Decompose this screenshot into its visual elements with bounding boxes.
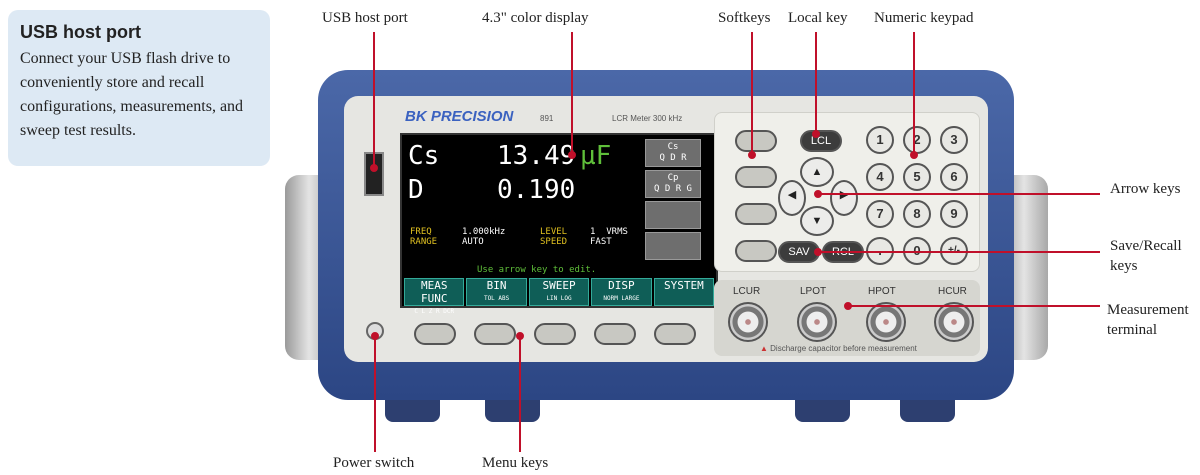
level-label: LEVEL — [540, 227, 568, 237]
terminal-label: LPOT — [800, 286, 827, 297]
callout-local-key: Local key — [788, 10, 848, 26]
key-6[interactable]: 6 — [940, 163, 968, 191]
screen-softkey — [645, 201, 701, 229]
range-value: AUTO — [462, 237, 484, 247]
menu-key-1[interactable] — [414, 323, 456, 345]
terminal-hpot[interactable] — [866, 302, 906, 342]
hint-text: Use arrow key to edit. — [477, 265, 597, 275]
numeric-keypad: 1 2 3 4 5 6 7 8 9 . 0 +/- — [866, 126, 968, 265]
callout-menu: Menu keys — [482, 455, 549, 471]
menu-key-4[interactable] — [594, 323, 636, 345]
unit1: µF — [580, 141, 612, 171]
key-2[interactable]: 2 — [903, 126, 931, 154]
value1: 13.49 — [497, 141, 576, 171]
screen-softkey — [645, 232, 701, 260]
menu-key-3[interactable] — [534, 323, 576, 345]
info-body: Connect your USB flash drive to convenie… — [20, 50, 244, 139]
key-7[interactable]: 7 — [866, 200, 894, 228]
softkey-3[interactable] — [735, 203, 777, 225]
param1: Cs — [408, 141, 440, 171]
key-5[interactable]: 5 — [903, 163, 931, 191]
terminal-hcur[interactable] — [934, 302, 974, 342]
arrow-down-key[interactable]: ▼ — [800, 206, 834, 236]
key-4[interactable]: 4 — [866, 163, 894, 191]
softkey-2[interactable] — [735, 166, 777, 188]
save-key[interactable]: SAV — [778, 241, 820, 263]
terminal-lcur[interactable] — [728, 302, 768, 342]
model-number: 891 — [540, 114, 554, 123]
callout-arrow: Arrow keys — [1110, 181, 1181, 197]
arrow-left-key[interactable]: ◀ — [778, 180, 806, 216]
key-3[interactable]: 3 — [940, 126, 968, 154]
value2: 0.190 — [497, 175, 576, 205]
speed-label: SPEED — [540, 237, 568, 247]
callout-power: Power switch — [333, 455, 415, 471]
warning-icon: ▲ — [760, 344, 768, 353]
local-key[interactable]: LCL — [800, 130, 842, 152]
menu-key-2[interactable] — [474, 323, 516, 345]
info-title: USB host port — [20, 22, 141, 42]
param2: D — [408, 175, 424, 205]
range-label: RANGE — [410, 237, 438, 247]
menu-key-5[interactable] — [654, 323, 696, 345]
key-9[interactable]: 9 — [940, 200, 968, 228]
level-value: 1 VRMS — [590, 227, 628, 237]
info-box: USB host port Connect your USB flash dri… — [8, 10, 270, 166]
softkey-4[interactable] — [735, 240, 777, 262]
model-description: LCR Meter 300 kHz — [612, 114, 683, 123]
menu-system: SYSTEM — [653, 278, 715, 306]
freq-label: FREQ — [410, 227, 432, 237]
callout-usb: USB host port — [322, 10, 408, 26]
key-1[interactable]: 1 — [866, 126, 894, 154]
arrow-up-key[interactable]: ▲ — [800, 157, 834, 187]
freq-value: 1.000kHz — [462, 227, 506, 237]
terminal-label: HCUR — [938, 286, 967, 297]
brand-logo: BK PRECISION — [405, 108, 514, 125]
terminal-label: HPOT — [868, 286, 896, 297]
key-8[interactable]: 8 — [903, 200, 931, 228]
callout-display: 4.3" color display — [482, 10, 589, 26]
speed-value: FAST — [590, 237, 612, 247]
callout-softkeys: Softkeys — [718, 10, 771, 26]
warning-text: ▲ Discharge capacitor before measurement — [760, 344, 917, 353]
softkey-1[interactable] — [735, 130, 777, 152]
callout-numeric: Numeric keypad — [874, 10, 974, 26]
terminal-lpot[interactable] — [797, 302, 837, 342]
terminal-label: LCUR — [733, 286, 761, 297]
